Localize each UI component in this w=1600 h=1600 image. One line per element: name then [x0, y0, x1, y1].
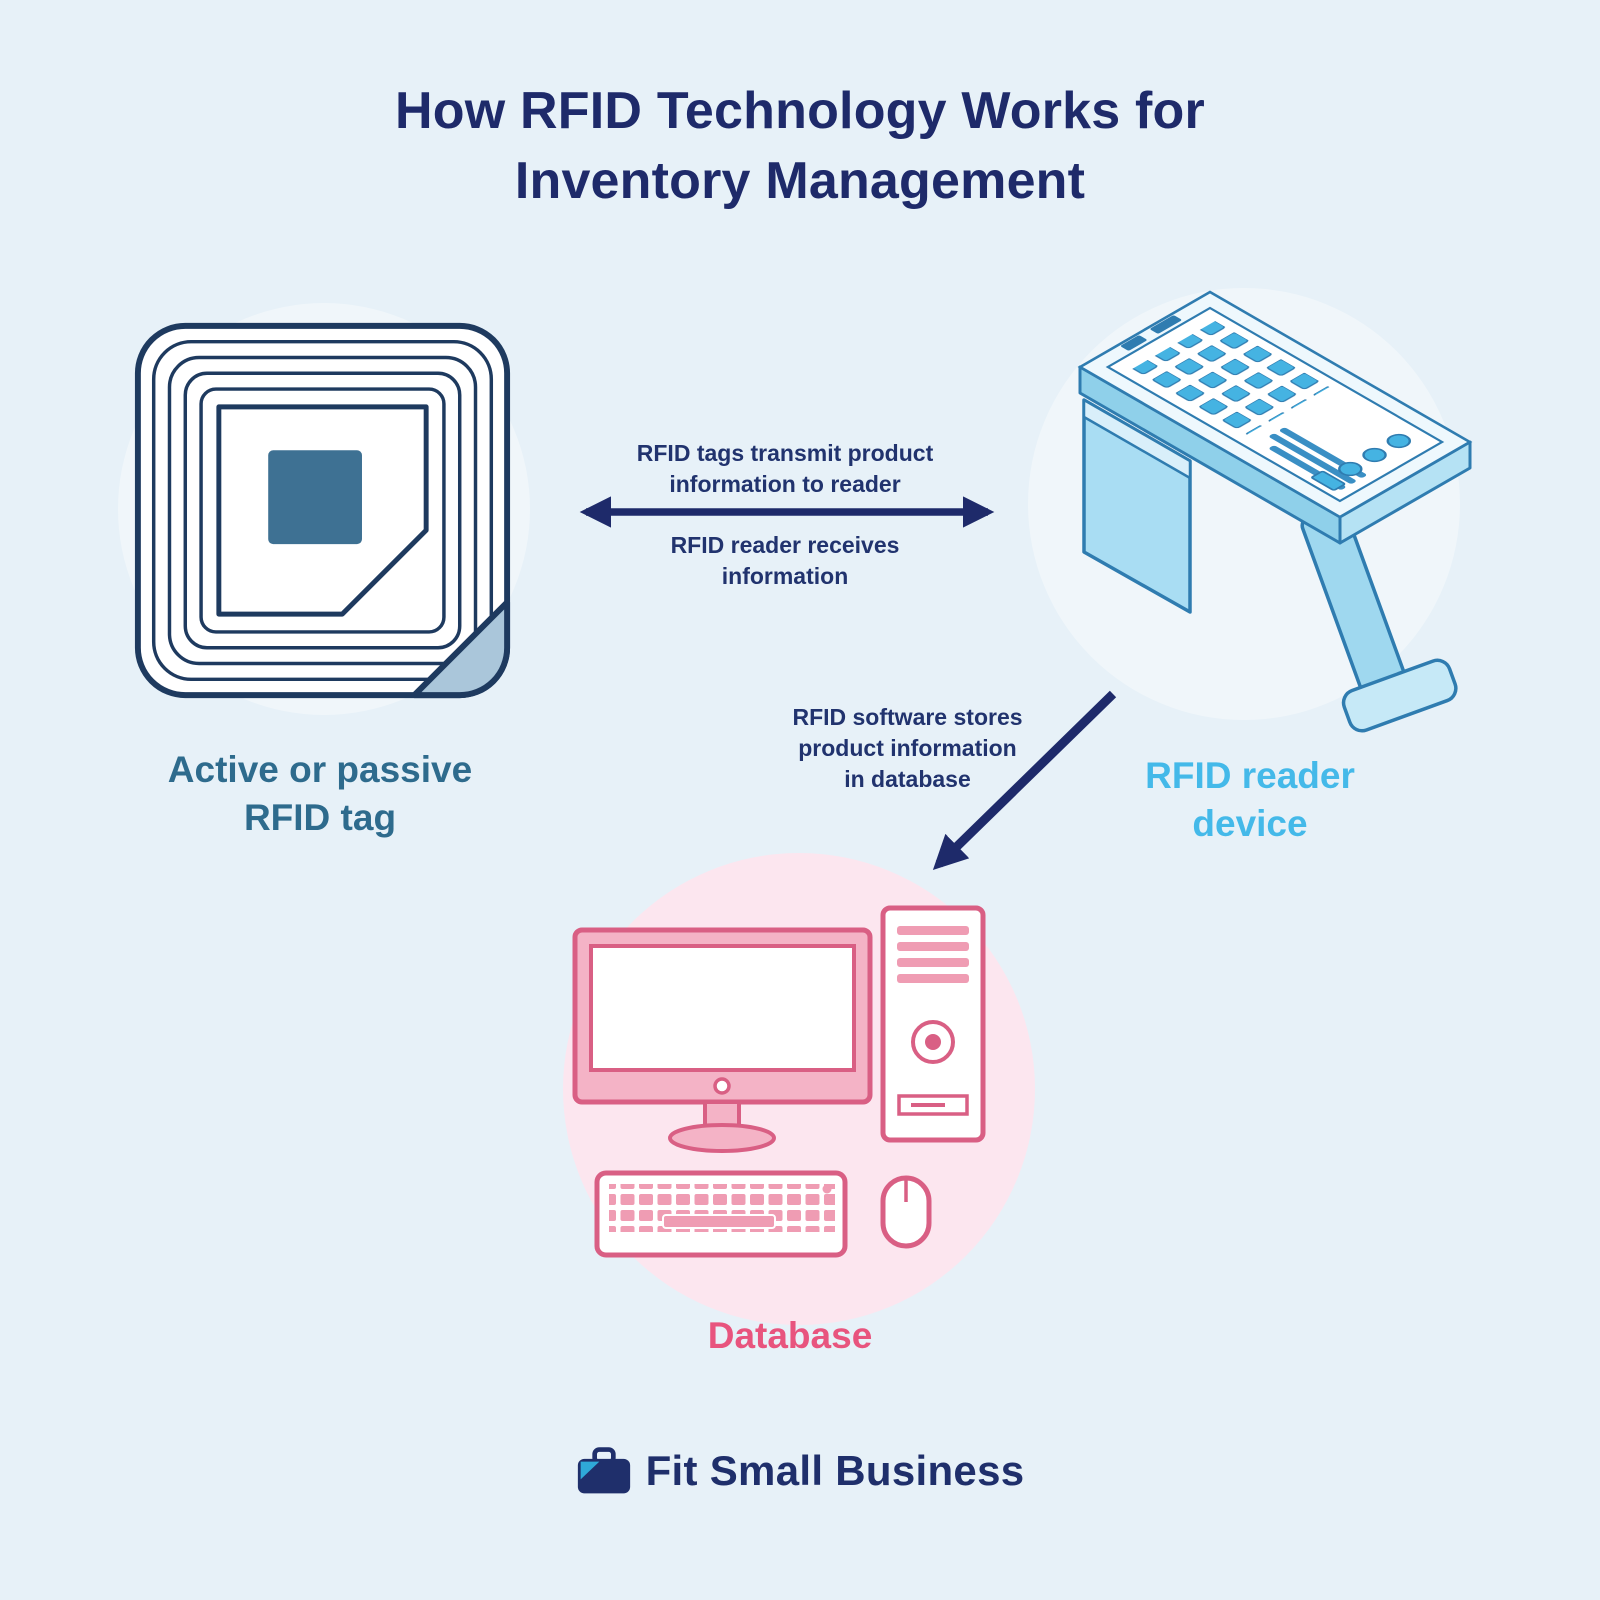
- rfid-reader-illustration: [1077, 290, 1473, 733]
- tag-chip: [268, 450, 362, 545]
- database-label: Database: [590, 1312, 990, 1360]
- tag-label: Active or passive RFID tag: [105, 746, 535, 842]
- computer-tower: [880, 905, 986, 1143]
- store-arrow: [932, 690, 1117, 870]
- page-title: How RFID Technology Works for Inventory …: [0, 76, 1600, 216]
- text-line: information: [721, 563, 849, 590]
- annotation-store: RFID software stores product information…: [765, 702, 1050, 795]
- monitor-screen: [589, 944, 856, 1072]
- text-line: RFID tag: [243, 797, 397, 839]
- folded-corner: [411, 599, 511, 699]
- monitor-base: [668, 1123, 776, 1153]
- briefcase-icon: [577, 1447, 630, 1494]
- spacebar: [662, 1214, 776, 1229]
- tower-vents: [897, 926, 969, 983]
- title-line: Inventory Management: [514, 152, 1086, 211]
- keyboard: [594, 1170, 848, 1258]
- reader-top-face: [1077, 290, 1473, 519]
- rfid-tag-illustration: [134, 322, 511, 699]
- text-line: RFID reader: [1145, 755, 1355, 796]
- text-line: RFID tags transmit product: [636, 440, 934, 466]
- text-line: information to reader: [669, 471, 901, 498]
- transmit-arrow: [579, 496, 995, 528]
- coil-inner-loop: [216, 404, 429, 617]
- annotation-receive: RFID reader receives information: [560, 530, 1010, 592]
- database-illustration: [572, 905, 986, 1258]
- text-line: in database: [844, 766, 971, 793]
- port: [1311, 470, 1346, 491]
- reader-label: RFID reader device: [1060, 752, 1440, 848]
- monitor: [572, 927, 873, 1153]
- text-line: device: [1192, 803, 1308, 845]
- brand-name: Fit Small Business: [645, 1447, 1025, 1494]
- text-line: RFID software stores: [792, 704, 1023, 730]
- text-line: product information: [798, 735, 1017, 762]
- antenna-panel: [1082, 398, 1192, 614]
- side-slots: [1120, 315, 1182, 351]
- text-line: Active or passive: [167, 749, 473, 790]
- indicator-lights: [1311, 433, 1412, 491]
- grip-handle: [1300, 505, 1458, 733]
- mouse: [880, 1175, 932, 1249]
- keypad: [1128, 321, 1330, 437]
- text-line: RFID reader receives: [670, 532, 900, 558]
- text-line: Database: [707, 1315, 873, 1356]
- title-line: How RFID Technology Works for: [395, 82, 1205, 140]
- brand-logo: Fit Small Business: [0, 1446, 1600, 1496]
- annotation-transmit: RFID tags transmit product information t…: [560, 438, 1010, 500]
- antenna-coil: [151, 339, 494, 682]
